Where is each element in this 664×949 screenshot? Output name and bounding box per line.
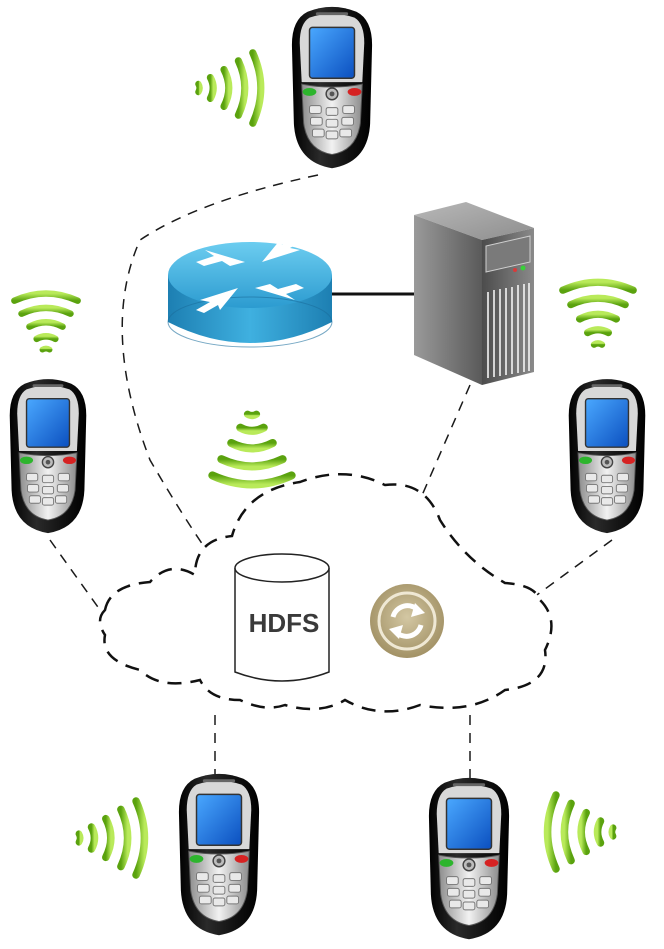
- wireless-signal-icon: [198, 53, 260, 123]
- link-server: [419, 384, 471, 501]
- network-links: [49, 174, 613, 780]
- wireless-signal-icon: [212, 414, 291, 484]
- wireless-signal-icon: [79, 801, 145, 875]
- server-tower-icon: [414, 202, 534, 385]
- link-top-phone: [121, 174, 319, 556]
- link-left-phone: [49, 539, 101, 611]
- mobile-phone-icon: [8, 377, 88, 535]
- router-icon: [167, 237, 333, 348]
- database-cylinder-icon: HDFS: [234, 553, 330, 682]
- sync-arrows-icon: [370, 584, 444, 658]
- mobile-phone-icon: [177, 772, 261, 937]
- hdfs-label: HDFS: [249, 608, 320, 638]
- mobile-phone-icon: [290, 5, 374, 170]
- mobile-phone-icon: [567, 377, 647, 535]
- wireless-signal-icon: [548, 795, 614, 869]
- mobile-phone-icon: [427, 776, 511, 941]
- wireless-signal-icon: [563, 282, 633, 344]
- wireless-signal-icon: [14, 293, 77, 349]
- link-right-phone: [529, 539, 613, 601]
